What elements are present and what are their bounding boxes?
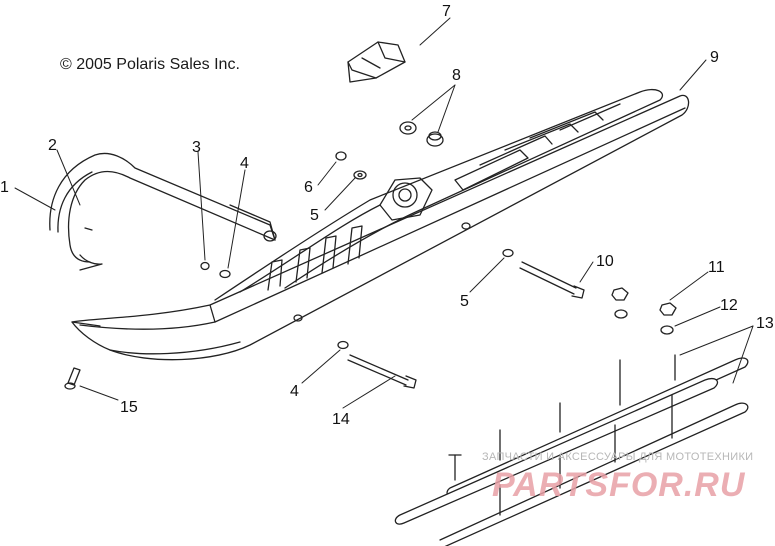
ski-body <box>71 88 690 361</box>
callout-2: 2 <box>48 137 57 154</box>
leader-lines <box>14 17 754 409</box>
callout-9: 9 <box>710 49 719 66</box>
rear-bolt <box>337 340 417 389</box>
watermark-tagline: ЗАПЧАСТИ И АКСЕССУАРЫ ДЛЯ МОТОТЕХНИКИ <box>482 451 754 463</box>
callout-6: 6 <box>304 179 313 196</box>
ski-loop-handle <box>49 152 277 271</box>
nut-washer-left <box>200 261 231 279</box>
callout-11: 11 <box>708 259 725 276</box>
callout-4-top: 4 <box>240 155 249 172</box>
copyright-notice: © 2005 Polaris Sales Inc. <box>60 56 240 73</box>
callout-13: 13 <box>756 315 774 332</box>
callout-12: 12 <box>720 297 738 314</box>
washer-bushing-pair <box>399 121 444 147</box>
bumper-block <box>347 41 406 83</box>
callout-5-top: 5 <box>310 207 319 224</box>
nut-washer-right <box>611 287 677 335</box>
callout-10: 10 <box>596 253 614 270</box>
nut-washer-top <box>335 151 367 180</box>
watermark-brand: PARTSFOR.RU <box>492 466 746 504</box>
callout-14: 14 <box>332 411 350 428</box>
carbide-runners <box>394 354 749 546</box>
callout-15: 15 <box>120 399 138 416</box>
rivet <box>64 367 81 390</box>
callout-5-bottom: 5 <box>460 293 469 310</box>
callout-7: 7 <box>442 3 451 20</box>
spindle-bolt <box>502 248 585 299</box>
callout-labels: 1 2 3 4 6 5 7 8 9 10 11 12 13 5 4 14 15 <box>0 3 774 428</box>
callout-1: 1 <box>0 179 9 196</box>
callout-3: 3 <box>192 139 201 156</box>
callout-4-bottom: 4 <box>290 383 299 400</box>
callout-8: 8 <box>452 67 461 84</box>
